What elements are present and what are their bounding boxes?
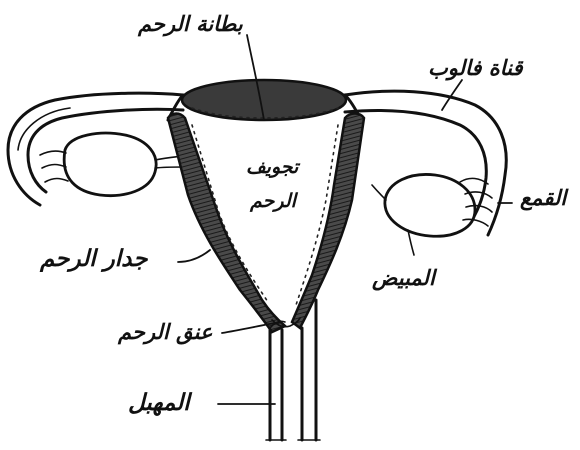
label-fimbriae: القمع	[520, 188, 566, 209]
label-uterine-wall: جدار الرحم	[40, 248, 147, 271]
right-ovary	[372, 174, 492, 255]
label-uterine-cavity-line1: تجويف	[246, 158, 298, 177]
label-endometrium: بطانة الرحم	[138, 14, 243, 35]
left-uterine-wall	[168, 114, 285, 333]
label-uterine-cavity-line2: الرحم	[250, 192, 296, 211]
label-fallopian-tube: قناة فالوب	[428, 58, 523, 79]
label-cervix: عنق الرحم	[118, 322, 212, 343]
uterine-wall-leader	[178, 250, 210, 262]
right-uterine-wall	[292, 114, 364, 329]
endometrium-top	[182, 80, 346, 120]
label-ovary: المبيض	[372, 268, 435, 289]
label-vagina: المهبل	[128, 392, 190, 415]
left-ovary	[40, 133, 183, 195]
